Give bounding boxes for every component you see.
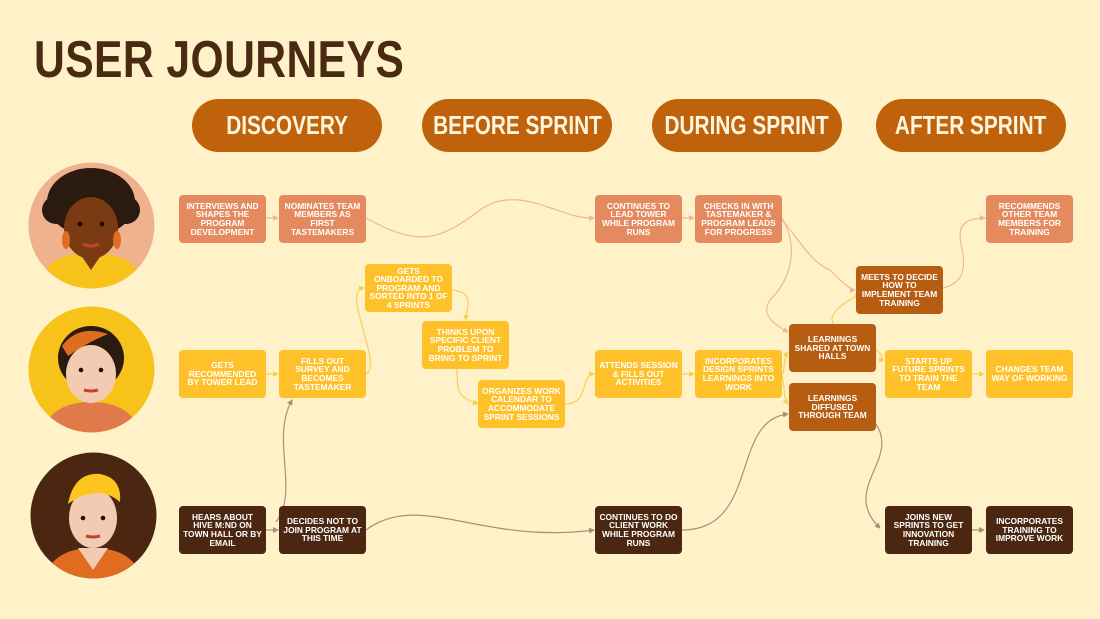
connector: [365, 199, 595, 238]
phase-label: DURING SPRINT: [664, 110, 830, 140]
connector: [564, 371, 595, 405]
node-hears: HEARS ABOUT HIVE M:ND ON TOWN HALL OR BY…: [179, 506, 266, 554]
node-meets: MEETS TO DECIDE HOW TO IMPLEMENT TEAM TR…: [856, 266, 943, 314]
node-text: ATTENDS SESSION & FILLS OUT ACTIVITIES: [599, 360, 678, 388]
node-text: RECOMMENDS OTHER TEAM MEMBERS FOR TRAINI…: [998, 200, 1061, 237]
connector: [875, 349, 885, 363]
persona-3-avatar: [30, 452, 157, 579]
phase-label: AFTER SPRINT: [895, 110, 1047, 140]
node-text: HEARS ABOUT HIVE M:ND ON TOWN HALL OR BY…: [183, 511, 262, 548]
node-checks-in: CHECKS IN WITH TASTEMAKER & PROGRAM LEAD…: [695, 195, 782, 243]
node-interviews: INTERVIEWS AND SHAPES THE PROGRAM DEVELO…: [179, 195, 266, 243]
node-learnings-diffused: LEARNINGS DIFFUSED THROUGH TEAM: [789, 383, 876, 431]
node-text: CHECKS IN WITH TASTEMAKER & PROGRAM LEAD…: [701, 200, 776, 237]
node-text: GETS RECOMMENDED BY TOWER LEAD: [187, 360, 258, 388]
node-text: THINKS UPON SPECIFIC CLIENT PROBLEM TO B…: [428, 326, 503, 363]
node-text: INCORPORATES TRAINING TO IMPROVE WORK: [995, 516, 1064, 544]
connector: [865, 423, 883, 529]
node-text: LEARNINGS SHARED AT TOWN HALLS: [794, 334, 871, 362]
persona-1-avatar: [28, 162, 155, 289]
node-changes: CHANGES TEAM WAY OF WORKING: [986, 350, 1073, 398]
node-continues-client: CONTINUES TO DO CLIENT WORK WHILE PROGRA…: [595, 506, 682, 554]
node-onboarded: GETS ONBOARDED TO PROGRAM AND SORTED INT…: [365, 264, 452, 312]
connector: [942, 215, 986, 289]
connector: [781, 375, 789, 405]
node-text: DECIDES NOT TO JOIN PROGRAM AT THIS TIME: [283, 516, 362, 544]
node-text: JOINS NEW SPRINTS TO GET INNOVATION TRAI…: [893, 511, 964, 548]
node-text: CHANGES TEAM WAY OF WORKING: [991, 364, 1068, 383]
node-recommends: RECOMMENDS OTHER TEAM MEMBERS FOR TRAINI…: [986, 195, 1073, 243]
connector: [681, 411, 789, 531]
node-incorporates-training: INCORPORATES TRAINING TO IMPROVE WORK: [986, 506, 1073, 554]
node-text: INTERVIEWS AND SHAPES THE PROGRAM DEVELO…: [186, 200, 259, 237]
node-text: STARTS UP FUTURE SPRINTS TO TRAIN THE TE…: [892, 355, 965, 392]
node-joins: JOINS NEW SPRINTS TO GET INNOVATION TRAI…: [885, 506, 972, 554]
node-recommended: GETS RECOMMENDED BY TOWER LEAD: [179, 350, 266, 398]
node-text: ORGANIZES WORK CALENDAR TO ACCOMMODATE S…: [482, 385, 561, 422]
page-title: USER JOURNEYS: [34, 31, 405, 89]
phase-during-sprint: DURING SPRINT: [652, 99, 842, 152]
persona-2-avatar: [28, 306, 155, 433]
connector: [275, 399, 293, 523]
phase-before-sprint: BEFORE SPRINT: [422, 99, 612, 152]
phase-discovery: DISCOVERY: [192, 99, 382, 152]
node-incorporates-design: INCORPORATES DESIGN SPRINTS LEARNINGS IN…: [695, 350, 782, 398]
node-text: CONTINUES TO LEAD TOWER WHILE PROGRAM RU…: [601, 200, 676, 237]
node-starts-up: STARTS UP FUTURE SPRINTS TO TRAIN THE TE…: [885, 350, 972, 398]
node-organizes: ORGANIZES WORK CALENDAR TO ACCOMMODATE S…: [478, 380, 565, 428]
node-nominates: NOMINATES TEAM MEMBERS AS FIRST TASTEMAK…: [279, 195, 366, 243]
phase-label: DISCOVERY: [226, 110, 348, 140]
node-learnings-shared: LEARNINGS SHARED AT TOWN HALLS: [789, 324, 876, 372]
node-attends: ATTENDS SESSION & FILLS OUT ACTIVITIES: [595, 350, 682, 398]
node-text: FILLS OUT SURVEY AND BECOMES TASTEMAKER: [293, 355, 352, 392]
node-text: NOMINATES TEAM MEMBERS AS FIRST TASTEMAK…: [284, 200, 361, 237]
node-text: LEARNINGS DIFFUSED THROUGH TEAM: [798, 393, 867, 421]
connector: [356, 285, 372, 375]
connector: [781, 351, 789, 375]
node-continues-lead: CONTINUES TO LEAD TOWER WHILE PROGRAM RU…: [595, 195, 682, 243]
node-text: INCORPORATES DESIGN SPRINTS LEARNINGS IN…: [702, 355, 775, 392]
node-fills-survey: FILLS OUT SURVEY AND BECOMES TASTEMAKER: [279, 350, 366, 398]
connector: [781, 219, 856, 293]
node-text: GETS ONBOARDED TO PROGRAM AND SORTED INT…: [369, 265, 448, 310]
connector: [451, 289, 470, 321]
phase-after-sprint: AFTER SPRINT: [876, 99, 1066, 152]
phase-label: BEFORE SPRINT: [432, 110, 602, 140]
node-text: CONTINUES TO DO CLIENT WORK WHILE PROGRA…: [599, 511, 678, 548]
connector: [766, 217, 792, 333]
node-thinks: THINKS UPON SPECIFIC CLIENT PROBLEM TO B…: [422, 321, 509, 369]
node-decides-not: DECIDES NOT TO JOIN PROGRAM AT THIS TIME: [279, 506, 366, 554]
connector: [365, 514, 595, 534]
node-text: MEETS TO DECIDE HOW TO IMPLEMENT TEAM TR…: [861, 271, 938, 308]
